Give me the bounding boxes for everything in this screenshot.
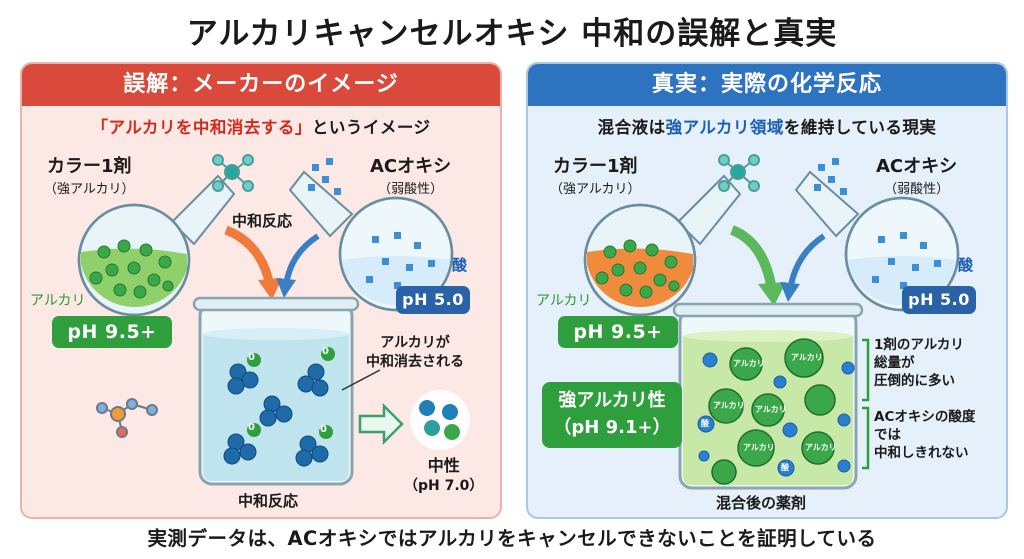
color1-flask (77, 174, 236, 317)
acid-pour-arrow (787, 233, 826, 291)
note-bracket (862, 338, 870, 402)
zero-markers (247, 347, 335, 439)
ball-label-alkali: アルカリ (805, 443, 837, 452)
ph-acid-badge: pH 5.0 (902, 286, 976, 314)
conclusion-text: 実測データは、ACオキシではアルカリをキャンセルできないことを証明している (147, 527, 877, 550)
misconception-header: 誤解：メーカーのイメージ (22, 64, 500, 106)
truth-panel: 真実：実際の化学反応 混合液は強アルカリ領域を維持している現実 (526, 62, 1008, 519)
alkali-pour-arrow (729, 225, 777, 291)
ball-label-alkali: アルカリ (755, 405, 787, 414)
zero-label: 0 (320, 424, 327, 435)
color1-flask (583, 174, 742, 317)
beaker-caption: 混合後の薬剤 (716, 494, 807, 512)
strong-alkali-badge: 強アルカリ性 （pH 9.1+） (542, 382, 682, 448)
misconception-illustration (77, 154, 470, 486)
ball-label-alkali: アルカリ (733, 359, 765, 368)
note-alkali-amount: 1剤のアルカリ 総量が 圧倒的に多い (874, 337, 964, 389)
floating-molecule-icon (718, 154, 760, 192)
ball-label-acid: 酸 (781, 463, 789, 472)
subhead-b: 強アルカリ領域 (665, 118, 784, 137)
truth-header: 真実：実際の化学反応 (528, 64, 1006, 106)
neutral-result (410, 390, 470, 450)
floating-molecule-icon (212, 154, 254, 192)
ph-alkali-badge: pH 9.5+ (558, 316, 678, 348)
ball-label-alkali: アルカリ (713, 401, 745, 410)
floating-acid-squares-icon (308, 158, 341, 195)
neutral-label: 中性 （pH 7.0） (404, 456, 484, 494)
subhead-quote: 「アルカリを中和消去する」 (91, 118, 312, 137)
color1-label: カラー1剤 （強アルカリ） (550, 156, 641, 197)
alkali-balls (708, 338, 836, 485)
acid-balls (697, 352, 855, 477)
main-title: アルカリキャンセルオキシ 中和の誤解と真実 (186, 16, 838, 52)
misconception-panel: 誤解：メーカーのイメージ 「アルカリを中和消去する」というイメージ (20, 62, 502, 519)
oxy-label: ACオキシ （弱酸性） (370, 156, 452, 197)
acid-label: 酸 (452, 256, 468, 274)
truth-subhead: 混合液は強アルカリ領域を維持している現実 (528, 114, 1006, 138)
alkali-label: アルカリ (30, 293, 86, 309)
callout-line (341, 369, 381, 391)
side-molecule-icon (96, 398, 158, 438)
subhead-a: 混合液は (597, 118, 666, 137)
acid-pour-arrow (283, 233, 320, 287)
floating-acid-squares-icon (814, 158, 847, 195)
subhead-c: を維持している現実 (783, 118, 937, 137)
truth-illustration (583, 154, 960, 490)
acid-label: 酸 (958, 256, 974, 274)
zero-label: 0 (322, 346, 329, 357)
beaker-molecules (223, 363, 329, 467)
ball-label-alkali: アルカリ (791, 353, 823, 362)
color1-label: カラー1剤 （強アルカリ） (44, 156, 135, 197)
reaction-label-top: 中和反応 (232, 212, 293, 230)
ball-label-acid: 酸 (701, 419, 709, 428)
zero-label: 0 (248, 352, 255, 363)
note-bracket (862, 406, 870, 470)
neutralization-beaker (192, 296, 360, 486)
zero-label: 0 (248, 422, 255, 433)
ph-alkali-badge: pH 9.5+ (52, 316, 172, 348)
note-acid-insufficient: ACオキシの酸度 では 中和しきれない (874, 409, 976, 461)
alkali-pour-arrow (224, 225, 275, 287)
result-arrow-icon (358, 402, 404, 446)
misconception-subhead: 「アルカリを中和消去する」というイメージ (22, 114, 500, 138)
beaker-caption: 中和反応 (238, 492, 299, 510)
alkali-label: アルカリ (536, 293, 592, 309)
ball-label-alkali: アルカリ (743, 443, 775, 452)
ph-acid-badge: pH 5.0 (396, 286, 470, 314)
callout-text: アルカリが 中和消去される (366, 335, 464, 370)
oxy-label: ACオキシ （弱酸性） (876, 156, 958, 197)
subhead-rest: というイメージ (311, 118, 431, 137)
